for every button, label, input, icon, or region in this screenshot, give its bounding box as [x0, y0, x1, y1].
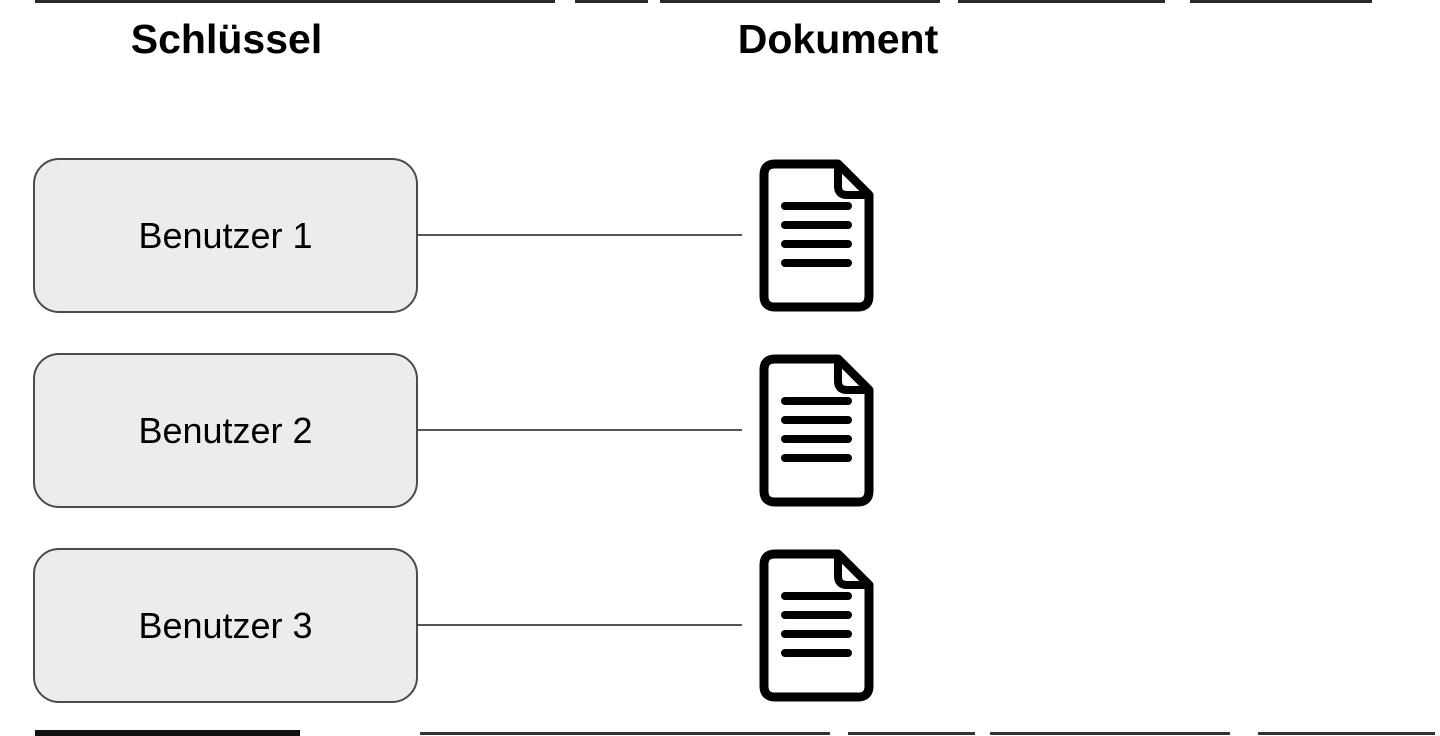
key-box-benutzer-1: Benutzer 1 [33, 158, 418, 313]
crop-artifact-top [1190, 0, 1372, 3]
crop-artifact-top [35, 0, 555, 3]
key-box-label: Benutzer 1 [138, 214, 313, 256]
document-icon [758, 548, 875, 703]
crop-artifact-bottom [35, 730, 300, 736]
crop-artifact-bottom [1258, 732, 1435, 735]
crop-artifact-bottom [990, 732, 1230, 735]
key-box-benutzer-2: Benutzer 2 [33, 353, 418, 508]
key-box-benutzer-3: Benutzer 3 [33, 548, 418, 703]
connector-line [418, 624, 742, 626]
key-box-label: Benutzer 2 [138, 409, 313, 451]
crop-artifact-bottom [848, 732, 975, 735]
connector-line [418, 234, 742, 236]
column-header-dokument: Dokument [737, 16, 939, 62]
document-icon [758, 158, 875, 313]
document-icon [758, 353, 875, 508]
connector-line [418, 429, 742, 431]
key-box-label: Benutzer 3 [138, 604, 313, 646]
column-header-schluessel: Schlüssel [130, 16, 323, 62]
crop-artifact-top [958, 0, 1165, 3]
crop-artifact-bottom [420, 732, 830, 735]
crop-artifact-top [575, 0, 648, 3]
crop-artifact-top [660, 0, 940, 3]
